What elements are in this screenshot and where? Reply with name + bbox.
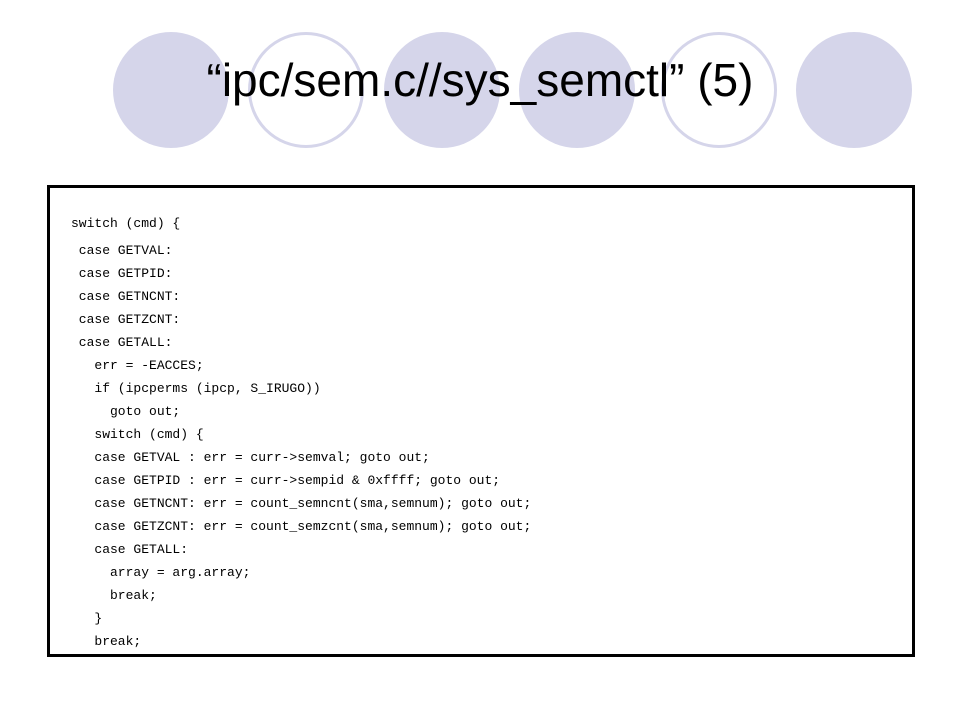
code-line: switch (cmd) { bbox=[71, 427, 204, 442]
decorative-circle-4 bbox=[519, 32, 635, 148]
code-line: case GETZCNT: bbox=[71, 312, 181, 327]
code-line: goto out; bbox=[71, 404, 181, 419]
code-line: case GETVAL : err = curr->semval; goto o… bbox=[71, 450, 430, 465]
decorative-circle-1 bbox=[113, 32, 229, 148]
code-line: case GETALL: bbox=[71, 335, 173, 350]
code-line: case GETNCNT: err = count_semncnt(sma,se… bbox=[71, 496, 532, 511]
code-line: switch (cmd) { bbox=[71, 216, 181, 231]
code-line: case GETALL: bbox=[71, 542, 189, 557]
code-line: case GETPID: bbox=[71, 266, 173, 281]
decorative-circle-2 bbox=[248, 32, 364, 148]
code-line: array = arg.array; bbox=[71, 565, 251, 580]
code-line: break; bbox=[71, 634, 142, 649]
code-line: case GETVAL: bbox=[71, 243, 173, 258]
code-block: switch (cmd) { case GETVAL: case GETPID:… bbox=[47, 185, 915, 657]
decorative-circle-3 bbox=[384, 32, 500, 148]
code-line: } bbox=[71, 611, 103, 626]
decorative-circle-5 bbox=[661, 32, 777, 148]
slide-title: “ipc/sem.c//sys_semctl” (5) bbox=[206, 54, 754, 106]
code-line: case GETPID : err = curr->sempid & 0xfff… bbox=[71, 473, 501, 488]
decorative-circle-6 bbox=[796, 32, 912, 148]
code-line: err = -EACCES; bbox=[71, 358, 204, 373]
code-line: if (ipcperms (ipcp, S_IRUGO)) bbox=[71, 381, 321, 396]
code-line: break; bbox=[71, 588, 157, 603]
code-line: case GETZCNT: err = count_semzcnt(sma,se… bbox=[71, 519, 532, 534]
code-line: case GETNCNT: bbox=[71, 289, 181, 304]
